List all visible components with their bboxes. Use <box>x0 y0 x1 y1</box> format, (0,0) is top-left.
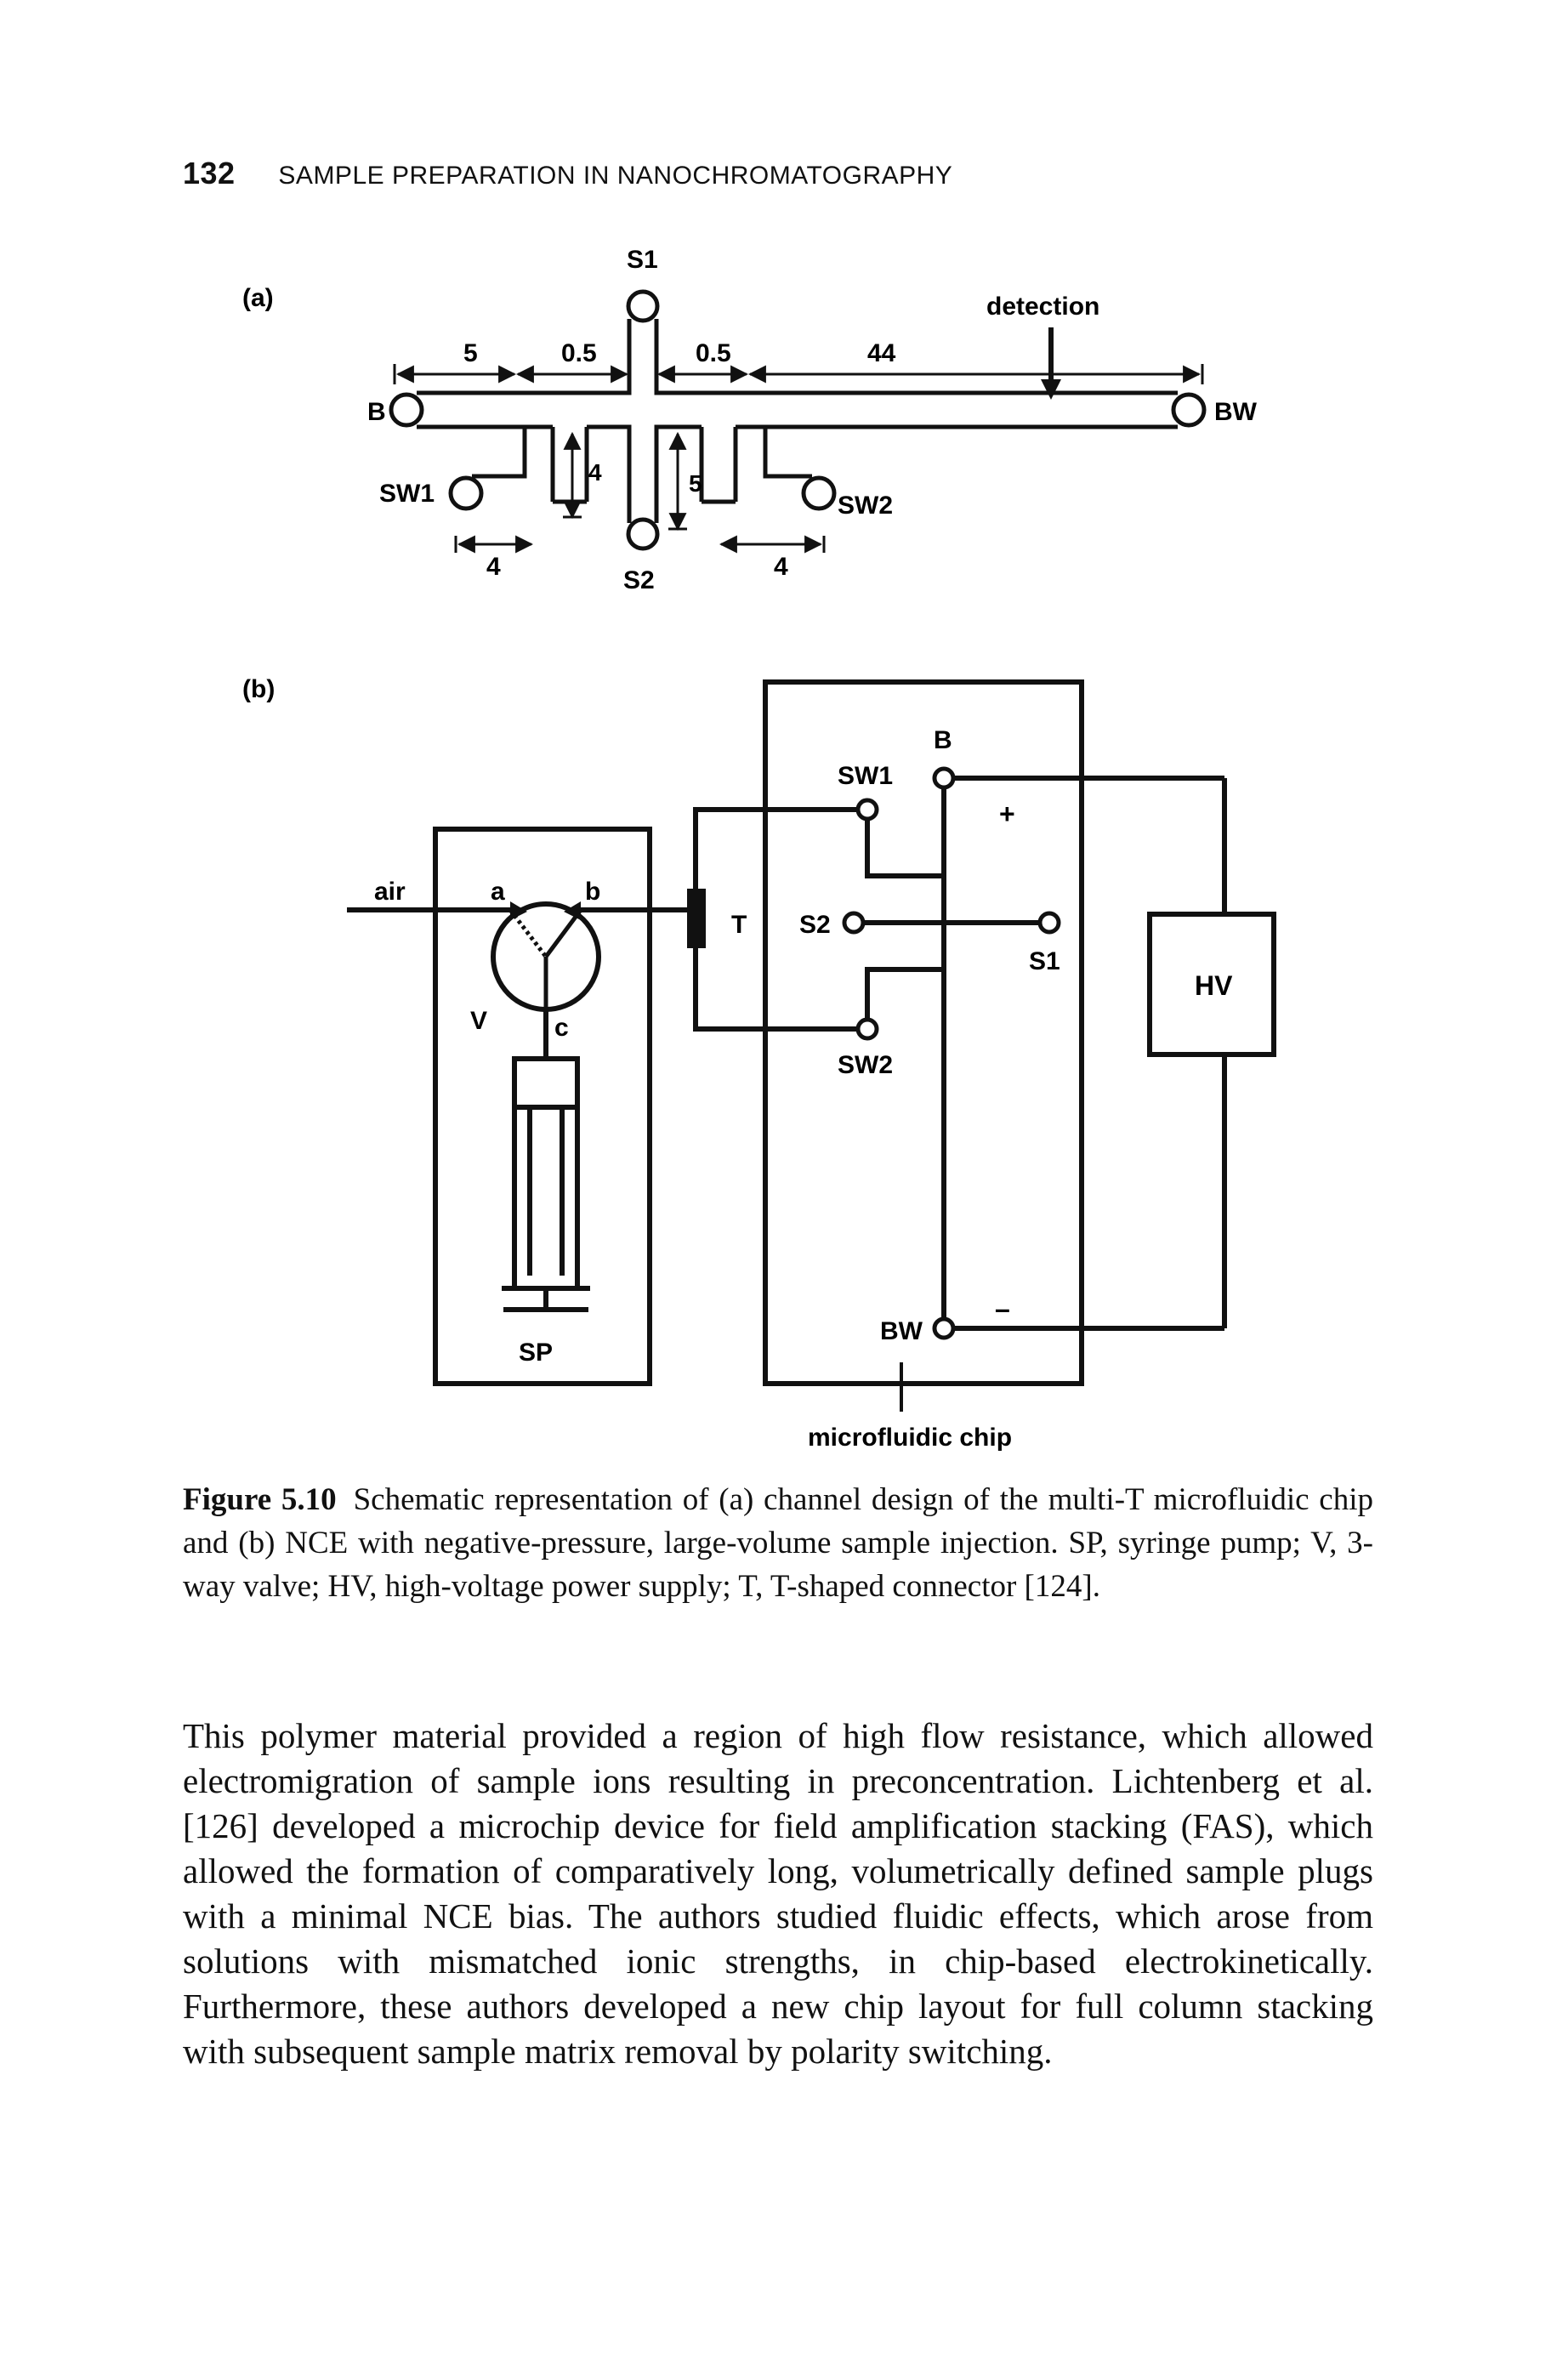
label-port-a: a <box>491 878 505 906</box>
label-t: T <box>731 911 747 939</box>
label-sw2: SW2 <box>838 492 893 520</box>
dim-4-right: 4 <box>774 553 788 581</box>
chip-reservoir-s2 <box>842 911 866 935</box>
label-hv: HV <box>1195 970 1233 1001</box>
figure-label: Figure 5.10 <box>183 1482 337 1517</box>
panel-a: (a) S1 B B <box>242 246 1258 594</box>
label-microfluidic-chip: microfluidic chip <box>808 1424 1012 1452</box>
label-detection: detection <box>986 293 1099 321</box>
pump-enclosure <box>433 827 652 1386</box>
chip-reservoir-bw <box>932 1316 956 1340</box>
t-connector <box>687 889 706 948</box>
label-valve: V <box>470 1007 487 1035</box>
label-bw: BW <box>1214 398 1258 426</box>
hv-supply <box>1147 778 1276 1328</box>
chip-enclosure <box>763 679 1084 1386</box>
chip-label-sw1: SW1 <box>838 762 893 790</box>
reservoir-s2 <box>626 517 660 551</box>
chip-label-s1: S1 <box>1029 947 1060 975</box>
panel-a-label: (a) <box>242 284 274 312</box>
label-port-b: b <box>585 878 600 906</box>
label-sp: SP <box>519 1339 553 1367</box>
reservoirs <box>389 289 1207 551</box>
detection-arrow <box>1041 327 1061 400</box>
chip-label-bw: BW <box>880 1317 923 1345</box>
label-b: B <box>367 398 386 426</box>
reservoir-b <box>389 392 424 428</box>
dim-0-5-left: 0.5 <box>561 339 597 367</box>
reservoir-bw <box>1171 392 1207 428</box>
syringe-pump <box>502 1009 590 1312</box>
label-port-c: c <box>554 1014 569 1042</box>
polarity-plus: + <box>999 799 1015 829</box>
dim-4-vertical: 4 <box>588 459 602 486</box>
chip-reservoir-sw1 <box>855 798 879 821</box>
three-way-valve <box>491 901 601 1012</box>
dim-44: 44 <box>867 339 896 367</box>
chip-reservoir-sw2 <box>855 1017 879 1041</box>
dim-4-left: 4 <box>486 553 501 581</box>
polarity-minus: – <box>995 1293 1010 1324</box>
chip-reservoir-b <box>932 766 956 790</box>
main-channel <box>417 319 1178 523</box>
dim-5-vertical: 5 <box>689 470 702 497</box>
reservoir-s1 <box>626 289 660 323</box>
t-tubing <box>693 807 867 1032</box>
running-title: SAMPLE PREPARATION IN NANOCHROMATOGRAPHY <box>278 162 953 190</box>
chip-label-sw2: SW2 <box>838 1051 893 1079</box>
reservoir-sw1 <box>448 475 484 511</box>
chip-label-b: B <box>934 726 952 754</box>
label-s2: S2 <box>623 566 655 594</box>
label-sw1: SW1 <box>379 480 435 508</box>
chip-channels <box>857 776 1224 1331</box>
panel-b: (b) air a b V c SP <box>242 675 1276 1452</box>
chip-reservoir-s1 <box>1037 911 1061 935</box>
figure-5-10: (a) S1 B B <box>242 246 1276 1452</box>
running-head: 132 SAMPLE PREPARATION IN NANOCHROMATOGR… <box>183 156 952 191</box>
label-air: air <box>374 878 406 906</box>
panel-b-label: (b) <box>242 675 275 703</box>
dimension-lines <box>393 364 1204 554</box>
chip-reservoirs <box>842 766 1061 1340</box>
page-number: 132 <box>183 156 236 190</box>
dim-0-5-right: 0.5 <box>696 339 731 367</box>
label-s1: S1 <box>627 246 658 274</box>
caption-text: Schematic representation of (a) channel … <box>183 1482 1373 1604</box>
dim-5: 5 <box>463 339 478 367</box>
body-paragraph: This polymer material provided a region … <box>183 1716 1373 2071</box>
chip-label-s2: S2 <box>799 911 831 939</box>
reservoir-sw2 <box>801 475 837 511</box>
